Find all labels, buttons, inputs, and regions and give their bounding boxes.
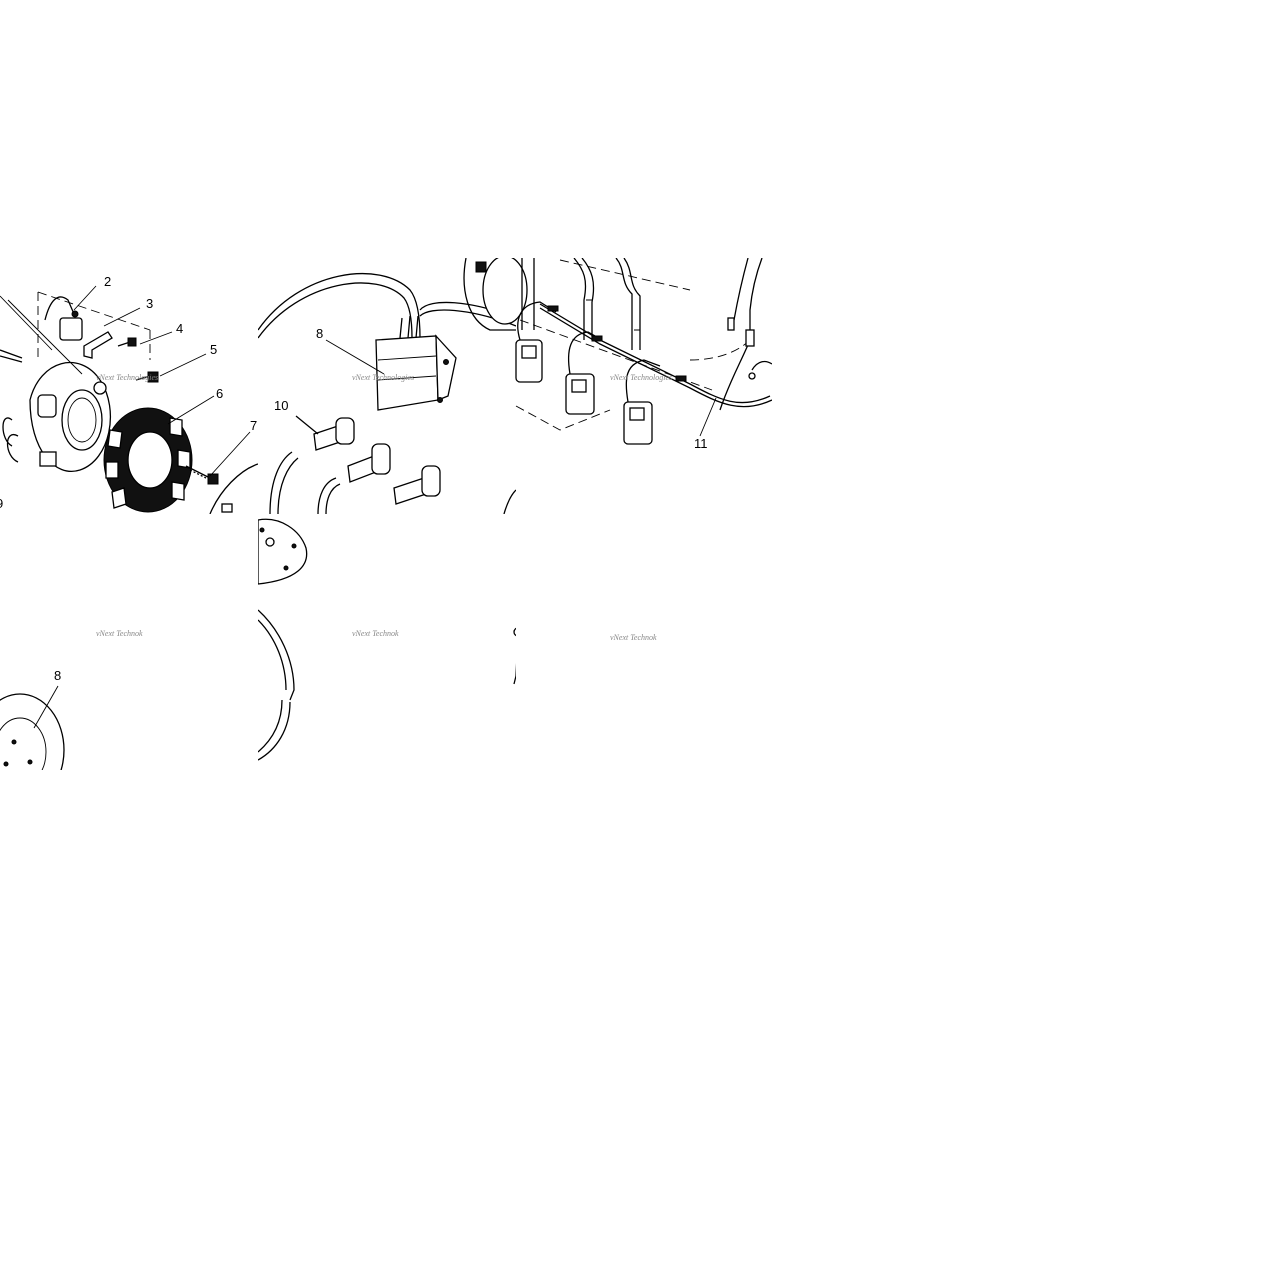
tile-ignition-coils: 11 vNext Technologies — [463, 258, 772, 451]
ground-terminal — [513, 627, 516, 685]
callout-7: 7 — [250, 418, 257, 433]
stator-plate — [29, 362, 112, 472]
spark-plug-cap-1 — [295, 415, 355, 451]
screw-2 — [93, 371, 159, 395]
callout-11: 11 — [694, 436, 708, 451]
tile-flywheel: 8 vNext Technok — [0, 629, 143, 770]
watermark: vNext Technok — [96, 629, 143, 638]
callout-5: 5 — [210, 342, 217, 357]
bracket — [83, 331, 113, 359]
pickup-coil — [59, 310, 83, 341]
watermark: vNext Technologies — [610, 373, 672, 382]
watermark: vNext Technok — [352, 629, 399, 638]
ignition-coil-3 — [623, 359, 661, 445]
wire-harness — [539, 258, 772, 411]
watermark: vNext Technologies — [96, 373, 158, 382]
watermark: vNext Technologies — [352, 373, 414, 382]
callout-3: 3 — [146, 296, 153, 311]
callout-4: 4 — [176, 321, 183, 336]
tile-blank: vNext Technok — [610, 633, 657, 642]
ignition-coil-1 — [515, 301, 557, 383]
stator-winding — [103, 407, 193, 513]
spark-plug-cap-2 — [347, 443, 391, 483]
ignition-coil-2 — [565, 331, 603, 415]
tile-flywheel-partial: vNext Technok — [258, 518, 516, 761]
callout-9-left: 9 — [0, 496, 3, 511]
callout-6: 6 — [216, 386, 223, 401]
tile-stator-assembly: 2 3 4 5 6 7 9 vNext Technologies — [0, 274, 258, 514]
callout-8: 8 — [54, 668, 61, 683]
callout-10: 10 — [274, 398, 288, 413]
callout-9: 8 — [316, 326, 323, 341]
callout-2: 2 — [104, 274, 111, 289]
watermark: vNext Technok — [610, 633, 657, 642]
tile-cdi-module: 8 10 vNext Technologies — [258, 273, 516, 514]
cdi-box — [375, 315, 457, 411]
flywheel — [0, 693, 65, 770]
screw — [117, 337, 137, 347]
spark-plug-cap-3 — [393, 465, 441, 505]
stator-bolt — [185, 465, 219, 485]
